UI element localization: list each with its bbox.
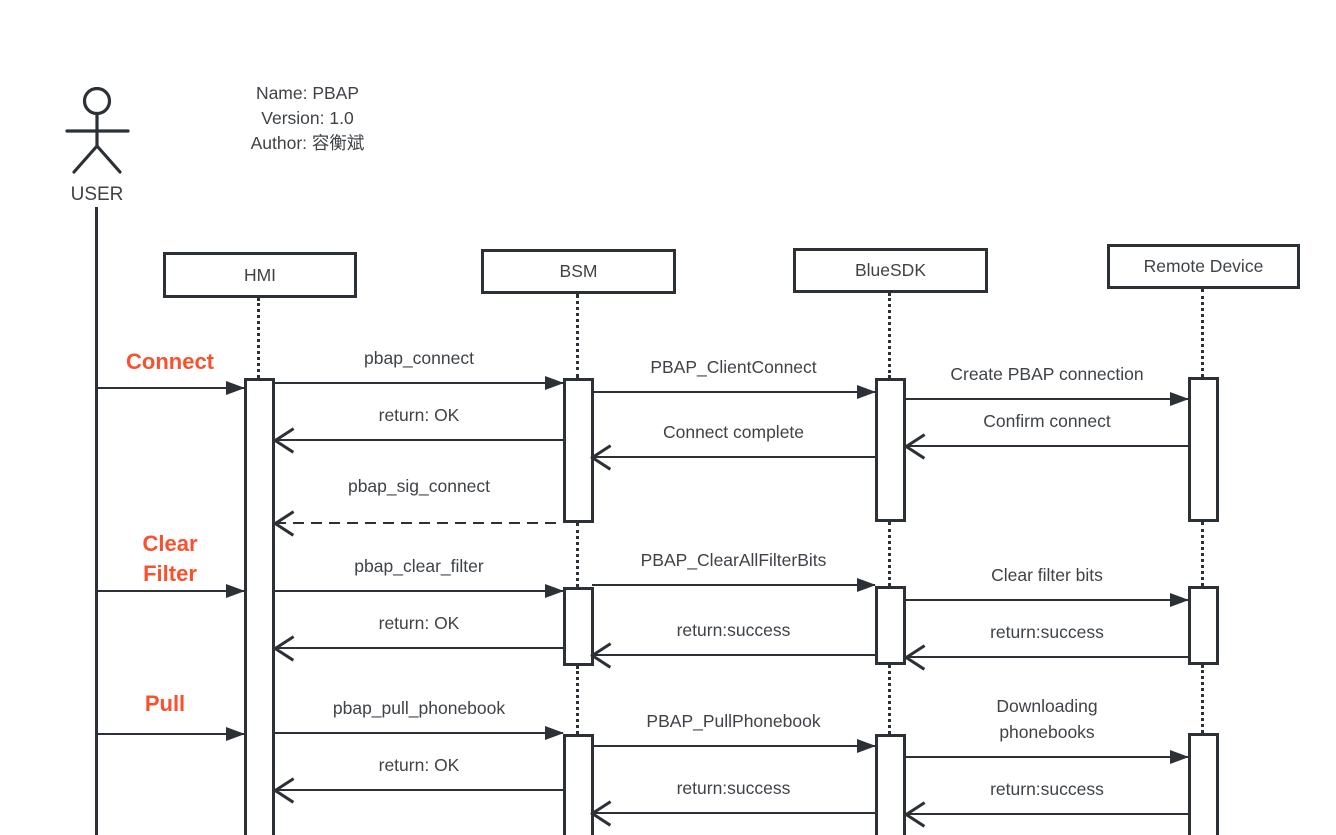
message-label: pbap_pull_phonebook — [332, 698, 506, 718]
user-actor-icon — [65, 87, 130, 174]
lifeline-hmi — [257, 298, 260, 378]
message-line — [592, 390, 875, 393]
message-line — [906, 655, 1188, 658]
participant-hmi-label: HMI — [243, 264, 277, 285]
message-line — [97, 589, 244, 592]
message-label: return:success — [990, 622, 1104, 642]
message-label: return:success — [676, 778, 791, 798]
message-line — [97, 732, 244, 735]
message-label: Create PBAP connection — [950, 364, 1144, 384]
message-line — [97, 386, 244, 389]
activation-bar-bsm — [563, 378, 594, 523]
arrowhead-filled-icon — [545, 583, 564, 598]
section-label-clear-filter: Clear Filter — [142, 531, 198, 586]
lifeline-remote-device — [1201, 665, 1204, 733]
message-line — [906, 598, 1188, 601]
message-label: pbap_connect — [364, 348, 474, 368]
participant-box-bluesdk: BlueSDK — [793, 248, 988, 293]
message-line — [906, 444, 1188, 447]
activation-bar-remote-device — [1188, 733, 1219, 835]
lifeline-remote-device — [1201, 522, 1204, 586]
activation-bar-hmi — [244, 378, 275, 835]
arrowhead-filled-icon — [857, 738, 876, 753]
message-label: return: OK — [378, 405, 460, 425]
arrowhead-filled-icon — [857, 384, 876, 399]
message-label: return: OK — [378, 755, 460, 775]
arrowhead-filled-icon — [857, 577, 876, 592]
arrowhead-filled-icon — [1170, 391, 1189, 406]
message-line — [275, 788, 563, 791]
message-label: PBAP_ClearAllFilterBits — [640, 550, 827, 570]
activation-bar-bluesdk — [875, 586, 906, 665]
section-label-connect: Connect — [126, 349, 214, 374]
message-line-dashed — [275, 521, 563, 525]
message-label: return:success — [990, 779, 1104, 799]
lifeline-bsm — [576, 294, 579, 378]
message-line — [592, 653, 875, 656]
participant-bluesdk-label: BlueSDK — [854, 260, 926, 280]
activation-bar-bluesdk — [875, 378, 906, 522]
message-line — [592, 455, 875, 458]
participant-box-hmi: HMI — [163, 252, 357, 298]
message-line — [275, 381, 563, 384]
message-line — [906, 397, 1188, 400]
arrowhead-filled-icon — [1170, 749, 1189, 764]
message-label: Clear filter bits — [991, 565, 1103, 585]
lifeline-remote-device — [1201, 289, 1204, 377]
message-line — [592, 811, 875, 814]
message-label: return:success — [676, 620, 791, 640]
message-label: Confirm connect — [983, 411, 1111, 431]
lifeline-bluesdk — [888, 293, 891, 378]
message-label: PBAP_ClientConnect — [650, 357, 817, 377]
participant-bsm-label: BSM — [559, 261, 598, 281]
participant-box-remote-device: Remote Device — [1107, 244, 1300, 289]
arrowhead-filled-icon — [545, 375, 564, 390]
lifeline-bsm — [576, 666, 579, 734]
message-label: Downloading phonebooks — [996, 696, 1098, 742]
lifeline-bluesdk — [888, 522, 891, 586]
lifeline-bluesdk — [888, 665, 891, 734]
message-label: Connect complete — [662, 422, 805, 442]
arrowhead-filled-icon — [226, 380, 245, 395]
message-line — [275, 438, 563, 441]
activation-bar-remote-device — [1188, 377, 1219, 522]
activation-bar-bluesdk — [875, 734, 906, 835]
diagram-title: Name: PBAP Version: 1.0 Author: 容衡斌 — [250, 83, 365, 153]
message-line — [906, 755, 1188, 758]
message-line — [592, 744, 875, 747]
arrowhead-filled-icon — [226, 583, 245, 598]
lifeline-user — [95, 207, 98, 835]
activation-bar-remote-device — [1188, 586, 1219, 665]
activation-bar-bsm — [563, 587, 594, 666]
message-label: PBAP_PullPhonebook — [646, 711, 821, 731]
arrowhead-filled-icon — [545, 725, 564, 740]
participant-box-bsm: BSM — [481, 249, 676, 294]
message-line — [906, 812, 1188, 815]
message-line — [592, 583, 875, 586]
lifeline-bsm — [576, 523, 579, 587]
participant-remote-device-label: Remote Device — [1143, 256, 1264, 276]
arrowhead-filled-icon — [226, 726, 245, 741]
message-label: pbap_sig_connect — [347, 476, 491, 496]
message-line — [275, 646, 563, 649]
message-line — [275, 589, 563, 592]
activation-bar-bsm — [563, 734, 594, 835]
message-label: return: OK — [378, 613, 460, 633]
message-line — [275, 731, 563, 734]
arrowhead-filled-icon — [1170, 592, 1189, 607]
message-label: pbap_clear_filter — [354, 556, 484, 576]
actor-label: USER — [70, 184, 124, 205]
section-label-pull: Pull — [144, 691, 186, 716]
